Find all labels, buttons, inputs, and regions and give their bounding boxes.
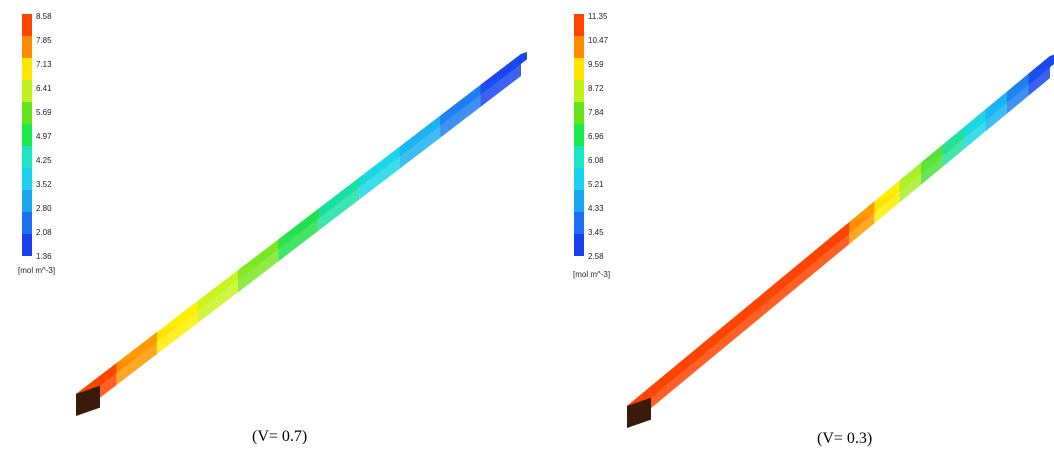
beam-segment-front — [963, 109, 986, 150]
beam-segment-front — [849, 201, 875, 245]
legend-tick-label: 6.08 — [588, 156, 604, 165]
legend-swatch — [574, 36, 584, 58]
legend-swatch — [574, 234, 584, 256]
legend-tick-label: 7.84 — [588, 108, 604, 117]
beam-segment-front — [197, 270, 238, 324]
legend-color-bar — [574, 14, 584, 256]
legend-tick-label: 1.36 — [36, 252, 52, 261]
beam-segment-front — [985, 91, 1007, 132]
legend-tick-label: 2.08 — [36, 228, 52, 237]
beam-segment-front — [278, 208, 319, 262]
legend-swatch — [22, 58, 32, 80]
legend-tick-label: 2.80 — [36, 204, 52, 213]
legend-tick-label: 6.96 — [588, 132, 604, 141]
legend-swatch — [574, 80, 584, 102]
legend-unit-label: [mol m^-3] — [573, 270, 611, 279]
caption-right: (V= 0.3) — [817, 430, 873, 447]
legend-tick-label: 5.21 — [588, 180, 604, 189]
beam-segment-front — [237, 239, 279, 293]
contour-panel-right: 11.35 10.47 9.59 8.72 7.84 6.96 6.08 5.21 4.33 3.… — [527, 0, 1054, 457]
beam-segment-front — [116, 332, 157, 386]
beam-segment-front — [627, 222, 850, 428]
legend-tick-label: 8.72 — [588, 84, 604, 93]
beam-segment-front — [942, 127, 964, 167]
legend-tick-label: 4.33 — [588, 204, 604, 213]
legend-color-bar — [22, 14, 32, 256]
legend-tick-label: 2.58 — [588, 252, 604, 261]
legend-swatch — [22, 146, 32, 168]
beam-segment-front — [399, 115, 441, 169]
legend-swatch — [574, 190, 584, 212]
beam-segment-front — [1006, 73, 1029, 114]
legend-tick-label: 10.47 — [588, 36, 609, 45]
legend-tick-label: 11.35 — [588, 12, 608, 21]
legend-swatch — [22, 168, 32, 190]
legend-tick-label: 6.41 — [36, 84, 52, 93]
beam-segment-front — [920, 144, 943, 185]
legend-tick-label: 3.45 — [588, 228, 604, 237]
legend-tick-label: 4.97 — [36, 132, 52, 141]
legend-swatch — [574, 14, 584, 36]
legend-tick-label: 8.58 — [36, 12, 52, 21]
beam-segment-front — [318, 177, 360, 231]
legend-swatch — [22, 102, 32, 124]
beam-contour-left — [76, 51, 527, 416]
legend-swatch — [22, 190, 32, 212]
beam-segment-front — [359, 146, 400, 200]
legend-tick-label: 4.25 — [36, 156, 52, 165]
beam-segment-front — [480, 54, 521, 107]
legend-unit-label: [mol m^-3] — [18, 266, 56, 275]
legend-tick-label: 9.59 — [588, 60, 604, 69]
caption-left: (V= 0.7) — [252, 428, 308, 445]
beam-contour-right — [627, 54, 1054, 428]
legend-tick-label: 3.52 — [36, 180, 52, 189]
legend-swatch — [574, 124, 584, 146]
beam-segment-front — [874, 180, 900, 224]
beam-end-cap — [627, 397, 651, 428]
legend-swatch — [574, 58, 584, 80]
beam-segment-front — [899, 162, 921, 203]
legend-tick-label: 5.69 — [36, 108, 52, 117]
legend-swatch — [22, 36, 32, 58]
beam-segment-front — [156, 301, 198, 355]
legend-swatch — [22, 234, 32, 256]
legend-swatch — [22, 80, 32, 102]
legend-tick-label: 7.85 — [36, 36, 52, 45]
legend-swatch — [22, 124, 32, 146]
legend-swatch — [574, 146, 584, 168]
legend-swatch — [22, 14, 32, 36]
beam-end-cap — [76, 385, 100, 416]
contour-panel-left: 8.58 7.85 7.13 6.41 5.69 4.97 4.25 3.52 2.80 2.08… — [18, 12, 527, 445]
legend-swatch — [22, 212, 32, 234]
legend-swatch — [574, 212, 584, 234]
beam-segment-front — [1028, 56, 1050, 96]
legend-tick-label: 7.13 — [36, 60, 52, 69]
legend-swatch — [574, 102, 584, 124]
beam-segment-front — [440, 84, 481, 138]
legend-swatch — [574, 168, 584, 190]
